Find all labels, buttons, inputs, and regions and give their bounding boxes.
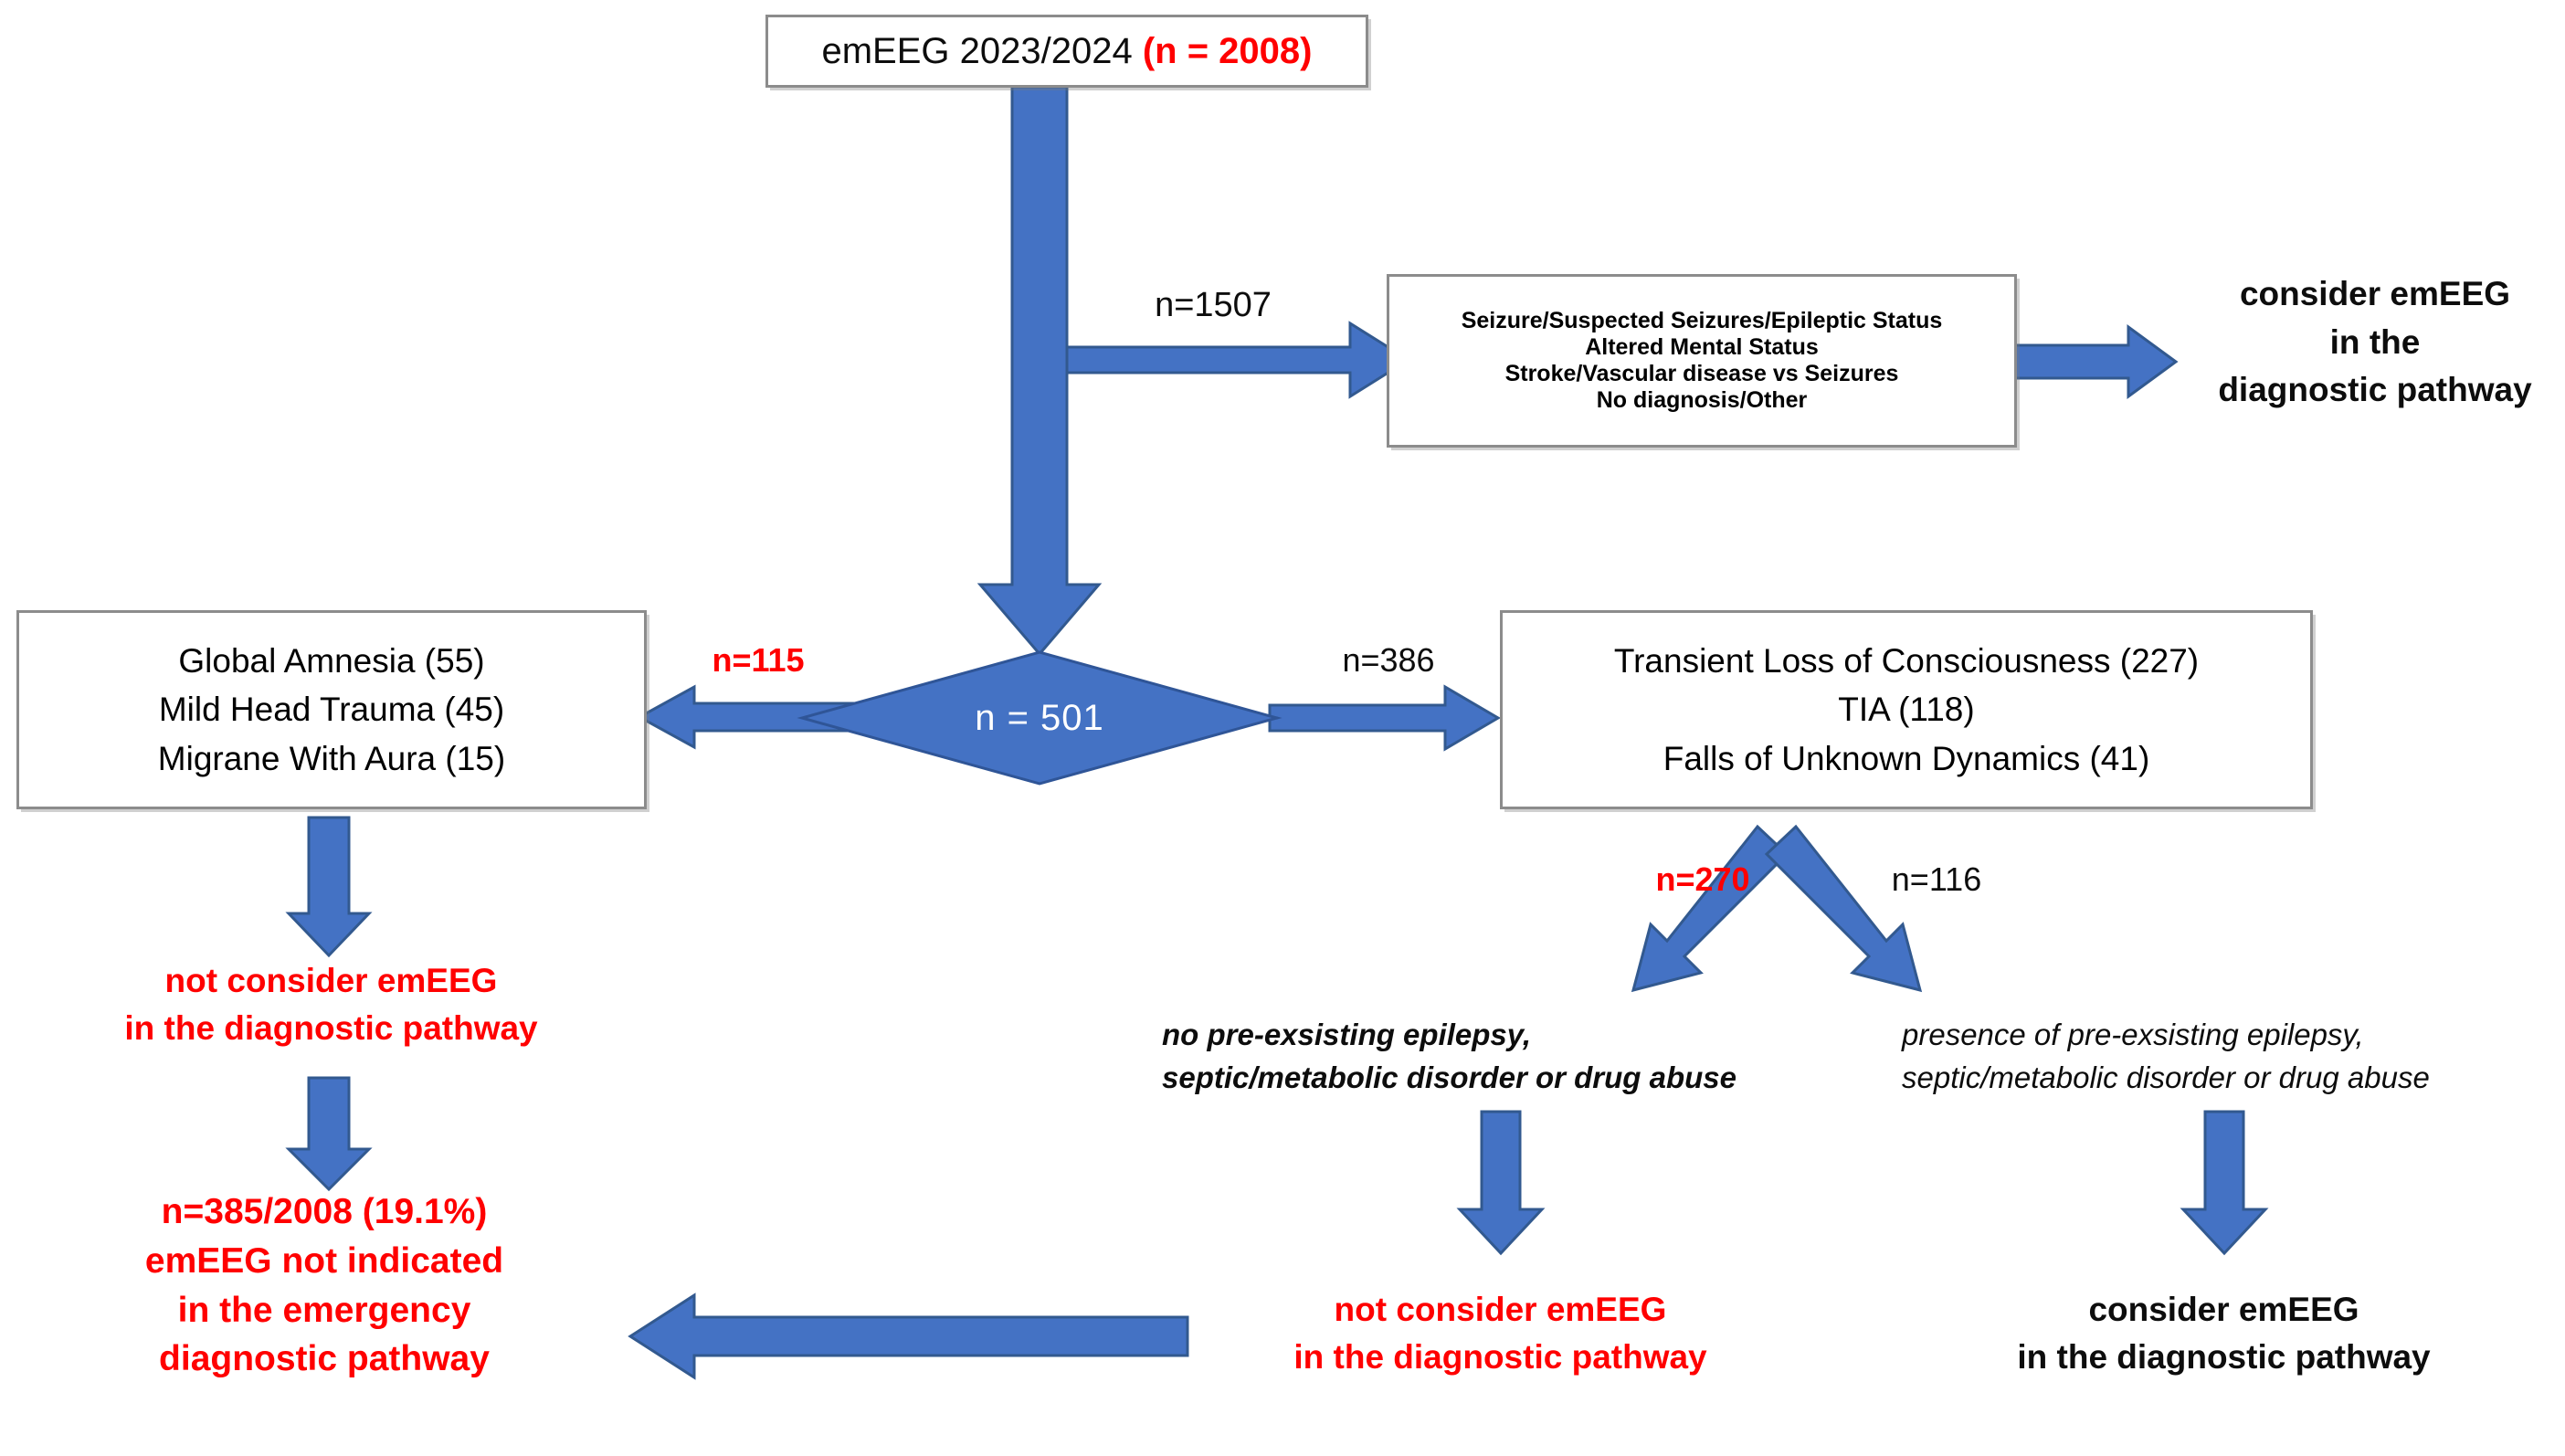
decision-diamond-label: n = 501: [975, 697, 1104, 738]
edge-label-n1507-text: n=1507: [1155, 286, 1272, 324]
final-line-2: emEEG not indicated: [144, 1240, 504, 1281]
final-conclusion-block: n=385/2008 (19.1%) emEEG not indicated i…: [18, 1187, 630, 1384]
edge-label-n270-text: n=270: [1655, 860, 1750, 898]
final-line-3: in the emergency: [177, 1290, 471, 1330]
decision-diamond-shape: [797, 650, 1282, 786]
criteria-presence-preexisting: presence of pre-exsisting epilepsy, sept…: [1902, 1014, 2547, 1100]
edge-label-n1507: n=1507: [1076, 283, 1350, 328]
consider-bottom-line-1: consider emEEG: [2088, 1291, 2359, 1328]
criteria-right-line-1: presence of pre-exsisting epilepsy,: [1902, 1018, 2364, 1051]
top-box-label: emEEG 2023/2024: [821, 30, 1143, 71]
not-consider-bottom-line-2: in the diagnostic pathway: [1293, 1337, 1707, 1376]
arrow-n270: [1631, 824, 1789, 993]
consider-bottom-line-2: in the diagnostic pathway: [2017, 1337, 2431, 1376]
arrow-n116: [1764, 824, 1923, 993]
not-consider-left-line-1: not consider emEEG: [164, 962, 498, 999]
not-consider-emeeg-left: not consider emEEG in the diagnostic pat…: [46, 957, 617, 1052]
arrow-bottom-to-final: [628, 1292, 1189, 1380]
top-box-text: emEEG 2023/2024 (n = 2008): [821, 31, 1312, 72]
edge-label-n386: n=386: [1279, 639, 1498, 682]
left-box-line-3: Migrane With Aura (15): [157, 739, 506, 777]
indications-line-2: Altered Mental Status: [1585, 334, 1819, 360]
right-diagnoses-box: Transient Loss of Consciousness (227) TI…: [1500, 610, 2313, 809]
decision-diamond: n = 501: [802, 652, 1277, 784]
consider-top-line-2: in the: [2329, 322, 2421, 361]
indications-line-4: No diagnosis/Other: [1596, 387, 1808, 413]
not-consider-emeeg-bottom: not consider emEEG in the diagnostic pat…: [1215, 1286, 1786, 1381]
right-box-line-2: TIA (118): [1838, 691, 1975, 729]
edge-label-n116-text: n=116: [1891, 860, 1982, 898]
edge-label-n116: n=116: [1827, 859, 2046, 902]
right-box-line-1: Transient Loss of Consciousness (227): [1613, 641, 2200, 680]
consider-top-line-1: consider emEEG: [2239, 275, 2511, 312]
left-box-line-1: Global Amnesia (55): [178, 641, 485, 680]
consider-emeeg-top: consider emEEG in the diagnostic pathway: [2192, 270, 2558, 415]
left-diagnoses-box: Global Amnesia (55) Mild Head Trauma (45…: [16, 610, 647, 809]
arrow-leftbox-to-notconsider: [285, 816, 373, 958]
criteria-right-line-2: septic/metabolic disorder or drug abuse: [1902, 1060, 2430, 1094]
right-box-line-3: Falls of Unknown Dynamics (41): [1662, 739, 2150, 777]
arrow-n386: [1268, 684, 1501, 752]
edge-label-n270: n=270: [1593, 859, 1812, 902]
edge-label-n115: n=115: [639, 639, 877, 682]
edge-label-n115-text: n=115: [712, 641, 805, 679]
arrow-indications-to-consider: [2012, 324, 2179, 399]
criteria-left-line-2: septic/metabolic disorder or drug abuse: [1162, 1060, 1736, 1094]
consider-top-line-3: diagnostic pathway: [2218, 371, 2532, 409]
arrow-criteria-left-down: [1456, 1110, 1546, 1256]
top-box: emEEG 2023/2024 (n = 2008): [765, 15, 1368, 88]
indications-line-1: Seizure/Suspected Seizures/Epileptic Sta…: [1461, 308, 1943, 333]
criteria-no-preexisting: no pre-exsisting epilepsy, septic/metabo…: [1162, 1014, 1801, 1100]
criteria-left-line-1: no pre-exsisting epilepsy,: [1162, 1018, 1532, 1051]
arrow-n1507: [1065, 321, 1411, 399]
arrow-criteria-right-down: [2180, 1110, 2269, 1256]
not-consider-bottom-line-1: not consider emEEG: [1334, 1291, 1667, 1328]
indications-line-3: Stroke/Vascular disease vs Seizures: [1504, 361, 1899, 386]
final-line-1: n=385/2008 (19.1%): [161, 1192, 488, 1231]
arrow-top-to-diamond: [976, 85, 1103, 657]
not-consider-left-line-2: in the diagnostic pathway: [124, 1008, 538, 1047]
left-box-line-2: Mild Head Trauma (45): [158, 691, 505, 729]
edge-label-n386-text: n=386: [1342, 641, 1435, 679]
arrow-notconsider-to-final: [285, 1076, 373, 1192]
top-box-count: (n = 2008): [1142, 30, 1313, 71]
final-line-4: diagnostic pathway: [159, 1339, 490, 1379]
indications-box: Seizure/Suspected Seizures/Epileptic Sta…: [1387, 274, 2017, 448]
consider-emeeg-bottom: consider emEEG in the diagnostic pathway: [1938, 1286, 2509, 1381]
